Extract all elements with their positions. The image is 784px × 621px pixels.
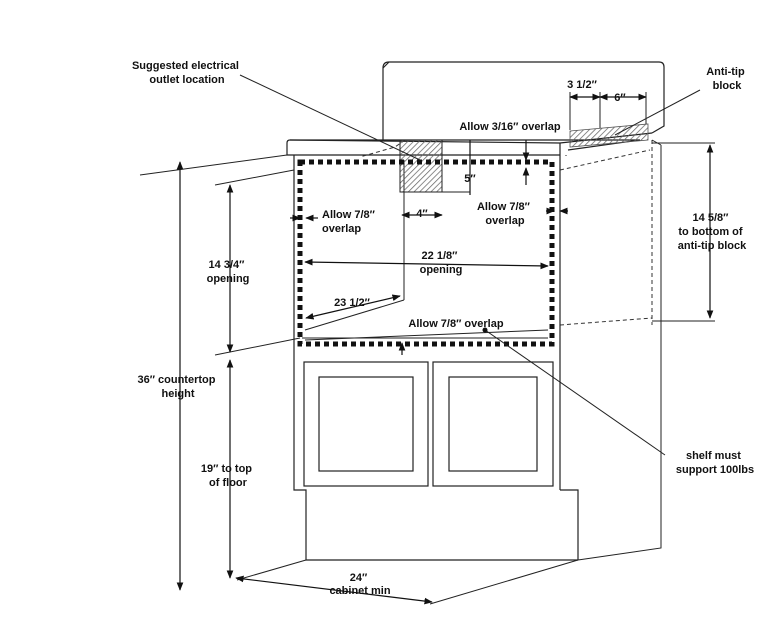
outlet-label: Suggested electrical outlet location <box>132 60 242 86</box>
shelf-label: shelf must support 100lbs <box>676 450 754 476</box>
opening-width-label: 22 1/8″ opening <box>420 250 463 276</box>
countertop-height-label: 36″ countertop height <box>137 374 218 400</box>
dim-5-label: 5″ <box>464 173 476 185</box>
opening-height-label: 14 3/4″ opening <box>207 259 250 285</box>
floor-height-label: 19″ to top of floor <box>201 463 255 489</box>
overlap-bottom-label: Allow 7/8″ overlap <box>408 318 503 330</box>
dim-3-half-label: 3 1/2″ <box>567 79 597 91</box>
anti-tip-height-label: 14 5/8″ to bottom of anti-tip block <box>678 212 747 252</box>
depth-label: 23 1/2″ <box>334 297 371 309</box>
electrical-outlet-box <box>399 139 443 193</box>
overlap-top-label: Allow 3/16″ overlap <box>459 121 561 133</box>
dim-6-label: 6″ <box>614 92 626 104</box>
anti-tip-block <box>569 123 649 148</box>
opening-outline <box>297 159 555 347</box>
dimension-lines <box>176 74 715 605</box>
anti-tip-label: Anti-tip block <box>706 66 748 92</box>
overlap-right-label: Allow 7/8″ overlap <box>477 201 533 227</box>
cabinet-width-label: 24″ cabinet min <box>329 572 390 597</box>
overlap-left-label: Allow 7/8″ overlap <box>322 209 378 235</box>
dim-4-label: 4″ <box>416 208 428 220</box>
